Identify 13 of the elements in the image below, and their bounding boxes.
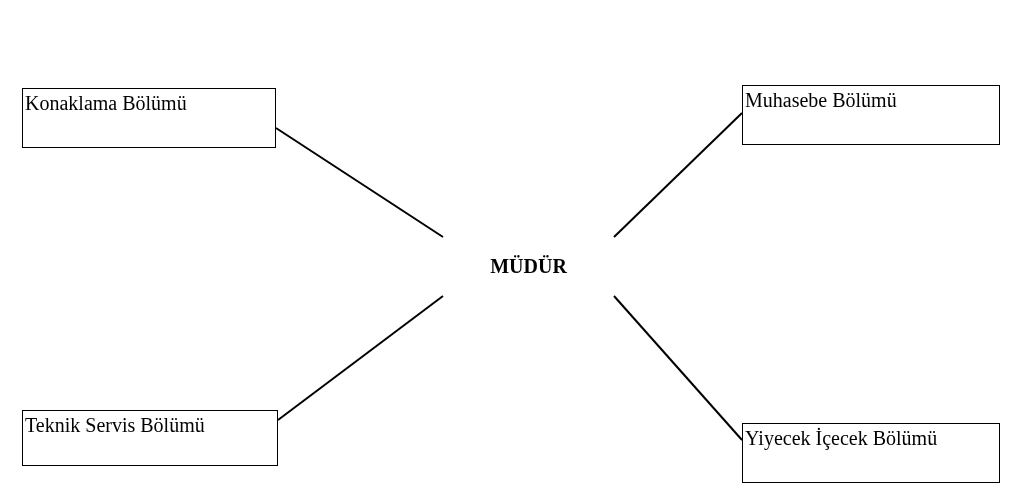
department-name: Teknik Servis Bölümü xyxy=(25,414,205,436)
connector-line xyxy=(613,112,743,238)
manager-title: MÜDÜR xyxy=(490,255,567,278)
department-name: Yiyecek İçecek Bölümü xyxy=(745,427,938,449)
connector-line xyxy=(275,127,444,238)
department-name: Muhasebe Bölümü xyxy=(745,89,897,111)
department-box xyxy=(742,423,1000,483)
department-box xyxy=(22,88,276,148)
connector-line xyxy=(277,295,444,421)
department-name: Konaklama Bölümü xyxy=(25,92,187,114)
connector-line xyxy=(613,295,743,441)
department-box xyxy=(742,85,1000,145)
department-box xyxy=(22,410,278,466)
